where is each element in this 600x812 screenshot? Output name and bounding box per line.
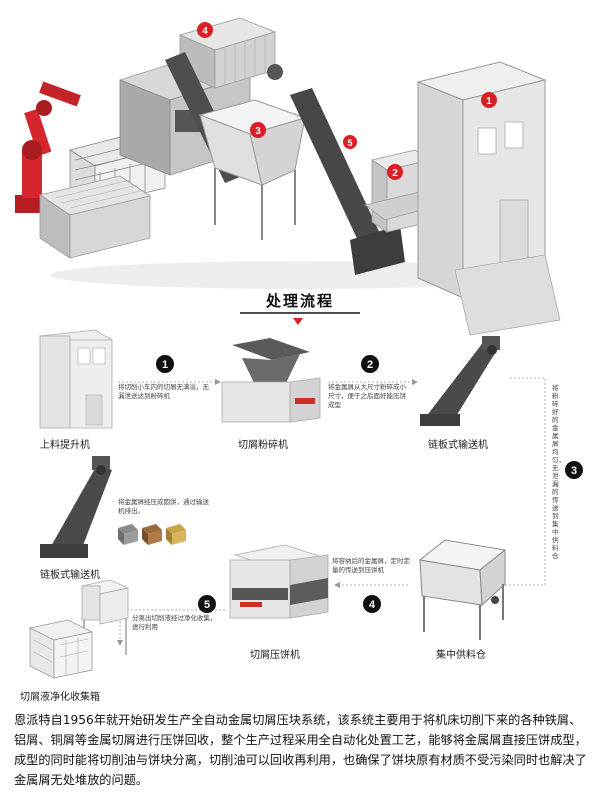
node-label-crusher: 切屑粉碎机	[238, 440, 288, 451]
step-5-marker: 5	[198, 595, 216, 613]
step-3-marker: 3	[565, 461, 583, 479]
description-paragraph: 恩派特自1956年就开始研发生产全自动金属切屑压块系统，该系统主要用于将机床切削…	[14, 713, 587, 787]
chain-conveyor-icon-left	[40, 456, 112, 558]
node-label-purifier: 切屑液净化收集箱	[20, 692, 100, 703]
svg-text:5: 5	[347, 138, 352, 148]
hero-badge-1: 1	[481, 92, 497, 108]
hopper-illustration	[198, 99, 307, 240]
step-1-marker: 1	[156, 355, 174, 373]
svg-text:2: 2	[367, 359, 373, 371]
central-hopper-icon	[418, 539, 507, 640]
purifier-tank-icon	[28, 579, 130, 679]
chain-conveyor-icon-top	[420, 336, 500, 426]
flow-title-marker	[293, 318, 303, 325]
node-label-hopper: 集中供料仓	[436, 650, 486, 661]
hero-badge-3: 3	[250, 122, 266, 138]
node-label-chain-conveyor-left: 链板式输送机	[40, 570, 100, 581]
step-5-note: 分离出切削液经过净化收集，进行利用	[132, 614, 217, 631]
lift-tower-illustration	[416, 61, 561, 336]
crusher-illustration	[178, 17, 283, 89]
node-label-lift: 上料提升机	[40, 440, 90, 451]
node-label-press: 切屑压饼机	[250, 650, 300, 661]
hero-scene: 1 2 3 4 5	[15, 17, 561, 336]
svg-text:1: 1	[162, 359, 168, 371]
press-machine-icon	[229, 544, 329, 619]
svg-text:4: 4	[369, 599, 376, 611]
crusher-machine-icon	[221, 338, 321, 423]
steel-crate-illustration	[39, 175, 151, 259]
svg-text:1: 1	[486, 96, 492, 107]
hero-badge-5: 5	[343, 135, 357, 149]
svg-text:5: 5	[204, 599, 210, 611]
hero-badge-2: 2	[387, 164, 403, 180]
hero-badge-4: 4	[197, 22, 213, 38]
node-label-chain-conveyor-top: 链板式输送机	[428, 440, 488, 451]
lift-machine-icon	[38, 329, 114, 429]
step-1-note: 将切削小车内的切屑无满溢，无漏泄送达到粉碎机	[118, 383, 209, 400]
step-2-marker: 2	[361, 355, 379, 373]
pressed-cakes-icon	[118, 524, 186, 545]
svg-text:2: 2	[392, 168, 398, 179]
svg-text:3: 3	[571, 465, 577, 477]
step-3-note: 将粉碎好的金属屑均匀，无泄漏的传送到集中供料仓	[552, 384, 565, 560]
conveyor-5-illustration	[290, 88, 390, 262]
flow-title: 处理流程	[265, 292, 334, 310]
svg-text:4: 4	[202, 26, 208, 37]
step-4-note: 将容纳后的金属屑，定时定量的传送到压饼机	[332, 557, 410, 574]
step-4-marker: 4	[363, 595, 381, 613]
step-2-note: 将金属屑从大尺寸粉碎成小尺寸，便于之后面好能压饼成型	[328, 383, 406, 409]
svg-text:3: 3	[255, 126, 261, 137]
conveyor-left-note: 将金属屑经压成圆饼，通过输送机排出。	[118, 498, 209, 515]
